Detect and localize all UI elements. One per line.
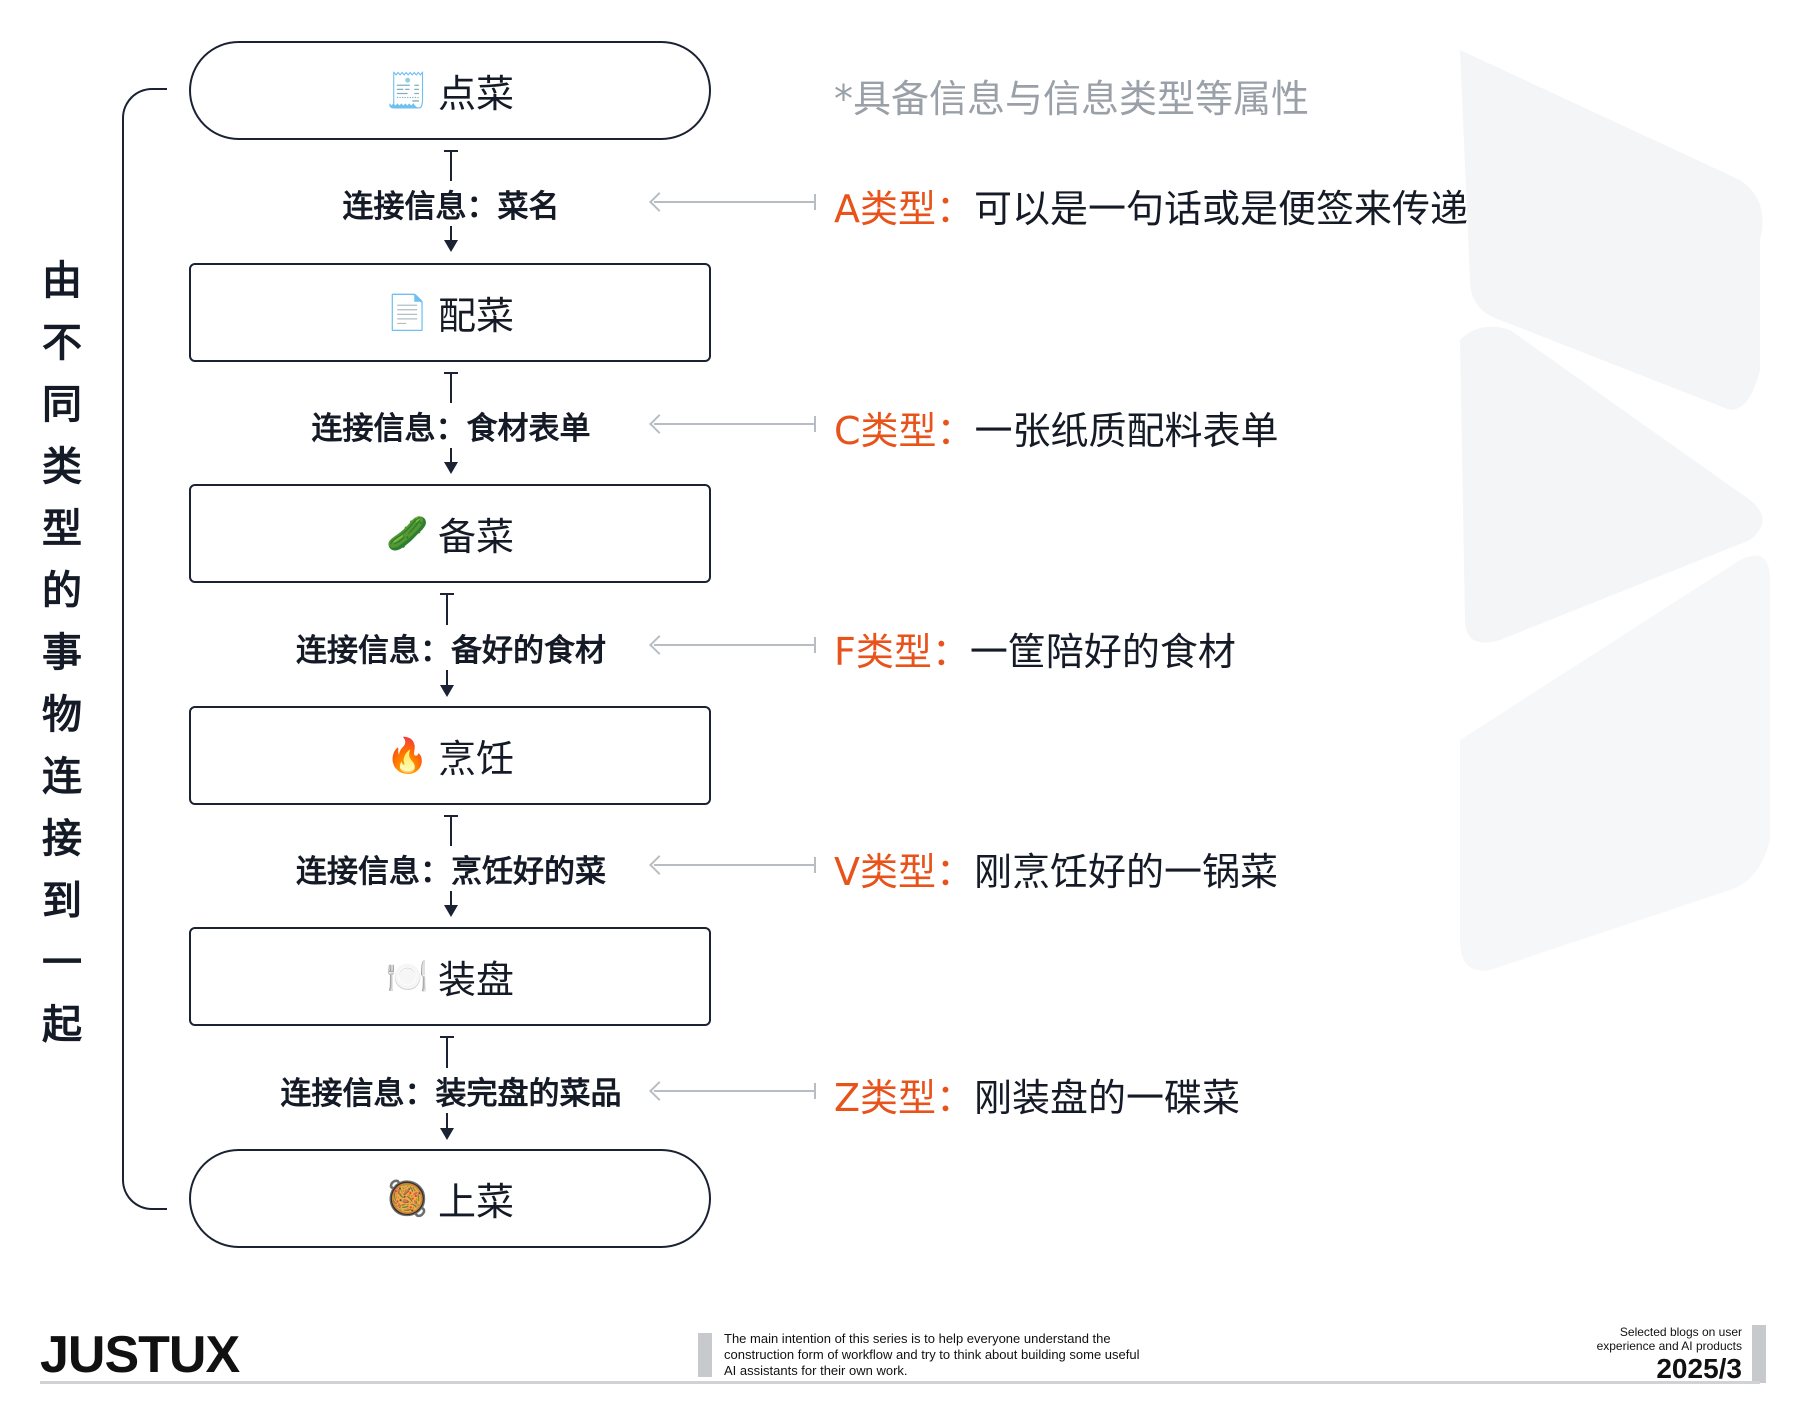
type-tag: F类型：	[834, 630, 970, 674]
step-label: 上菜	[437, 1180, 514, 1224]
vertical-title-char: 物	[42, 692, 82, 738]
step-plating: 🍽️ 装盘	[189, 927, 711, 1026]
type-a: A类型：可以是一句话或是便签来传递	[834, 178, 1468, 233]
vertical-title-char: 同	[42, 382, 82, 428]
type-f: F类型：一筐陪好的食材	[834, 621, 1236, 676]
type-description: 刚装盘的一碟菜	[974, 1076, 1241, 1120]
type-tag: C类型：	[834, 409, 975, 453]
brand-logo: JUSTUX	[40, 1326, 240, 1384]
vertical-title-char: 由	[42, 258, 82, 304]
connection-label: 连接信息：装完盘的菜品	[276, 1068, 626, 1113]
background-chevron-decoration	[1460, 50, 1770, 971]
type-pointer-arrow	[654, 194, 816, 210]
type-pointer-arrow	[654, 1083, 816, 1099]
vertical-title-char: 到	[42, 878, 82, 924]
type-v: V类型：刚烹饪好的一锅菜	[834, 841, 1278, 896]
type-pointer-arrow	[654, 857, 816, 873]
footer-description: The main intention of this series is to …	[724, 1331, 1140, 1378]
blog-tagline-line: Selected blogs on user	[1619, 1325, 1742, 1339]
vertical-title-char: 类	[42, 444, 82, 490]
type-tag: V类型：	[834, 850, 974, 894]
vertical-title-char: 接	[42, 816, 82, 862]
vertical-title-char: 不	[42, 320, 82, 366]
vertical-title: 由不同类型的事物连接到一起	[38, 250, 86, 1056]
type-z: Z类型：刚装盘的一碟菜	[834, 1067, 1240, 1122]
vertical-title-char: 连	[42, 754, 82, 800]
paella-icon: 🥘	[385, 1178, 429, 1219]
blog-tagline-line: experience and AI products	[1596, 1339, 1742, 1353]
footer-blog-tagline: Selected blogs on user experience and AI…	[1597, 1325, 1742, 1353]
type-description: 刚烹饪好的一锅菜	[974, 850, 1279, 894]
type-pointer-arrow	[654, 416, 816, 432]
step-ingredient-prep: 🥒 备菜	[189, 484, 711, 583]
step-label: 烹饪	[437, 737, 514, 781]
connection-label: 连接信息：菜名	[338, 181, 564, 226]
step-order: 🧾 点菜	[189, 41, 711, 140]
footer-date: 2025/3	[1656, 1353, 1742, 1384]
step-label: 备菜	[437, 515, 514, 559]
vertical-title-char: 的	[42, 568, 82, 614]
step-cooking: 🔥 烹饪	[189, 706, 711, 805]
attribute-note: *具备信息与信息类型等属性	[834, 77, 1310, 121]
cucumber-icon: 🥒	[385, 513, 429, 554]
grouping-bracket	[122, 88, 167, 1210]
step-label: 配菜	[437, 294, 514, 338]
step-serving: 🥘 上菜	[189, 1149, 711, 1248]
type-pointer-arrow	[654, 637, 816, 653]
footer-divider	[1752, 1325, 1766, 1383]
footer-divider	[698, 1333, 712, 1377]
footer-rule	[40, 1381, 1760, 1384]
document-icon: 📄	[385, 292, 429, 333]
type-c: C类型：一张纸质配料表单	[834, 400, 1279, 455]
type-description: 可以是一句话或是便签来传递	[974, 187, 1469, 231]
vertical-title-char: 型	[42, 506, 82, 552]
step-prep-list: 📄 配菜	[189, 263, 711, 362]
step-label: 点菜	[437, 72, 514, 116]
type-description: 一张纸质配料表单	[974, 409, 1279, 453]
type-tag: Z类型：	[834, 1076, 975, 1120]
vertical-title-char: 起	[42, 1002, 82, 1048]
fire-icon: 🔥	[385, 735, 429, 776]
vertical-title-char: 事	[42, 630, 82, 676]
type-description: 一筐陪好的食材	[969, 630, 1236, 674]
type-tag: A类型：	[834, 187, 974, 231]
receipt-icon: 🧾	[385, 70, 429, 111]
connection-label: 连接信息：烹饪好的菜	[292, 846, 610, 891]
step-label: 装盘	[437, 958, 514, 1002]
connection-label: 连接信息：备好的食材	[292, 625, 610, 670]
plate-icon: 🍽️	[385, 956, 429, 997]
vertical-title-char: 一	[42, 940, 82, 986]
connection-label: 连接信息：食材表单	[307, 403, 595, 448]
